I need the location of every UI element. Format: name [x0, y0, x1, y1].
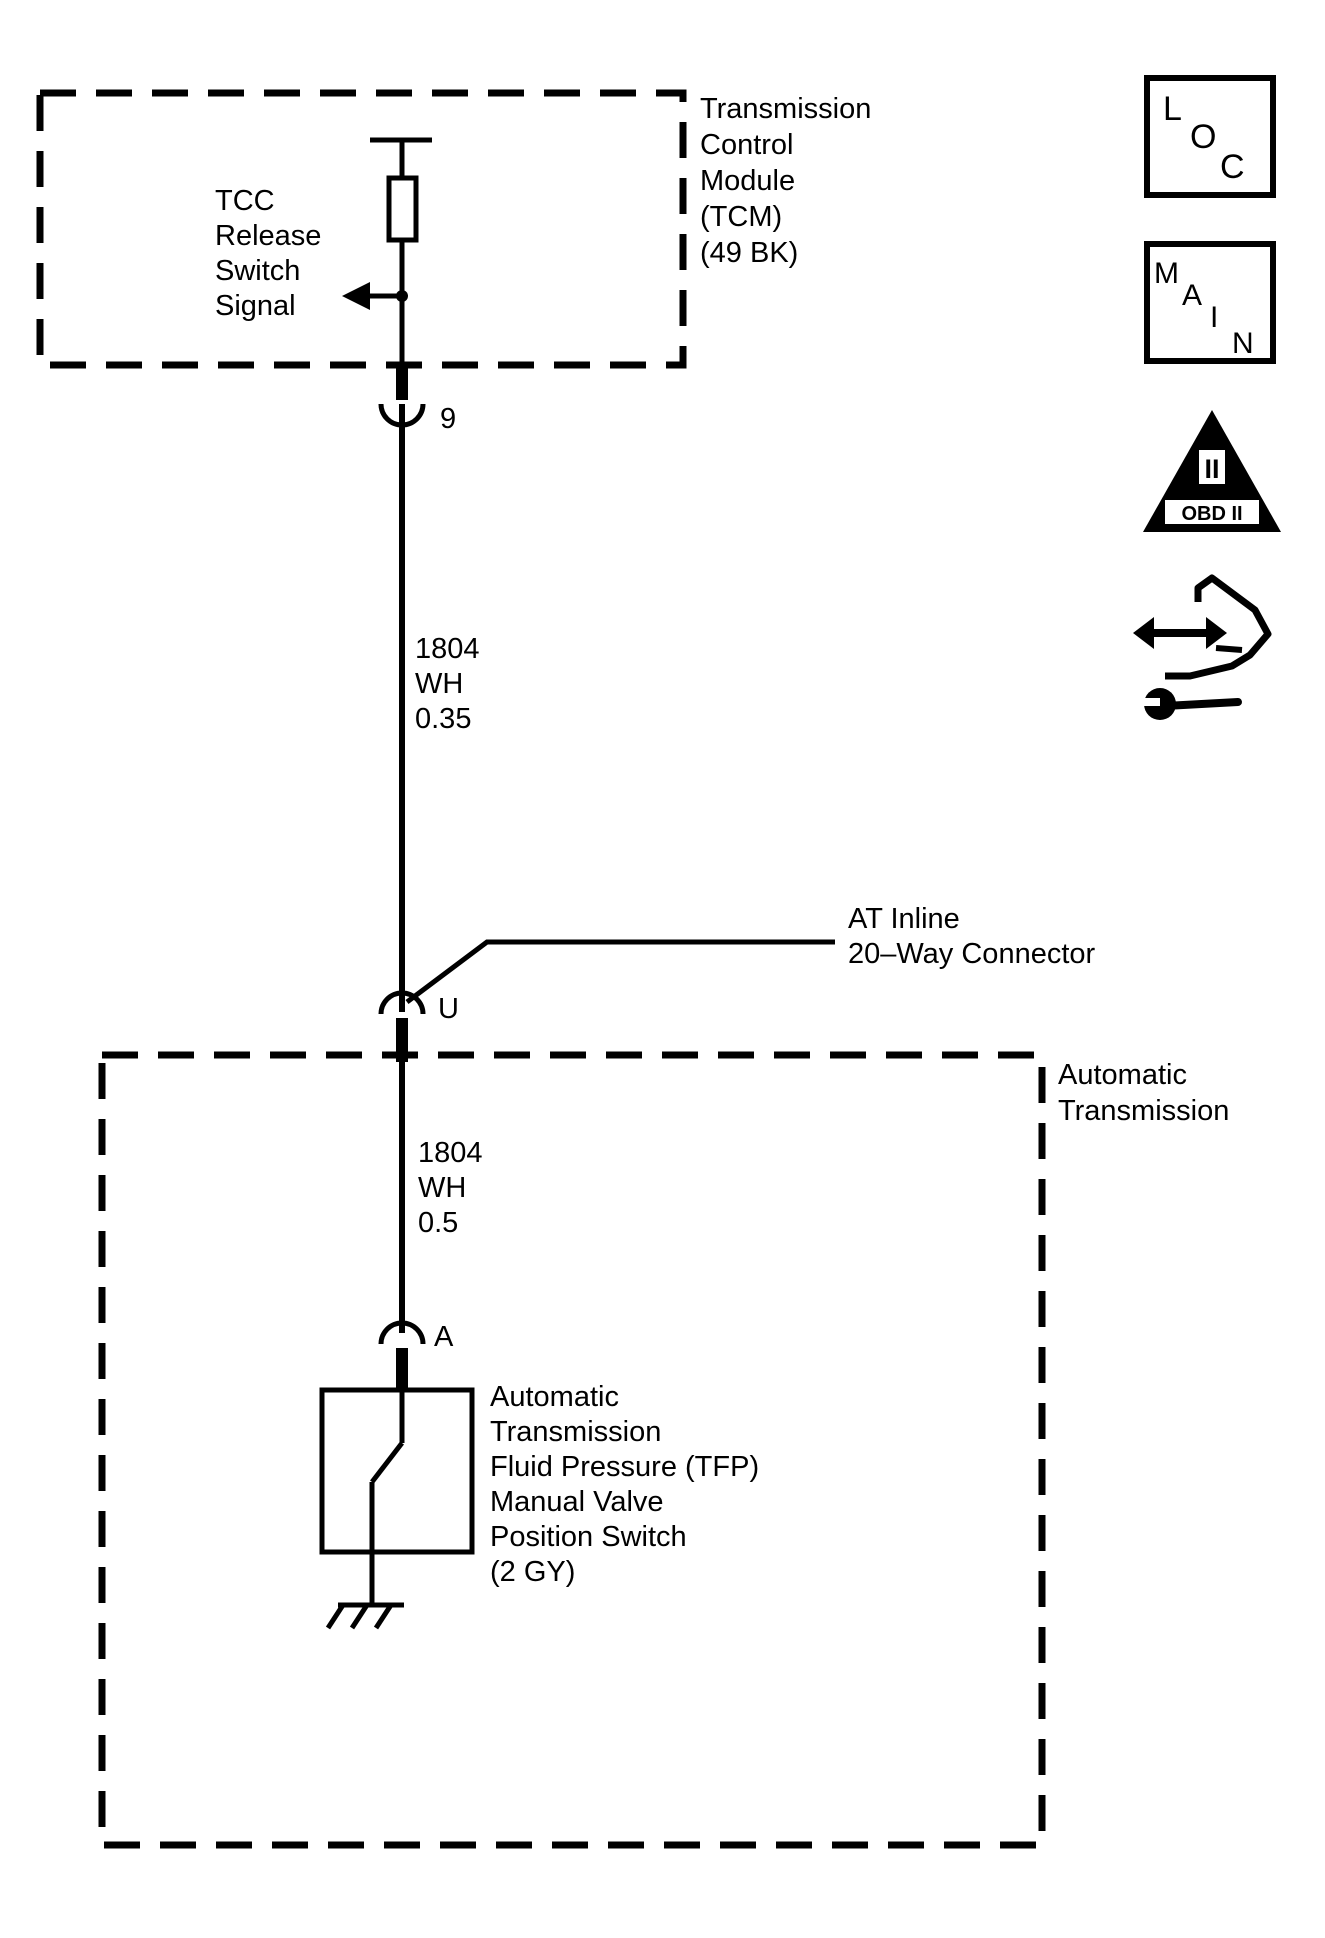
- connector-a-symbol: [378, 1320, 426, 1345]
- tfp-switch: [319, 1387, 475, 1630]
- svg-text:OBD II: OBD II: [1181, 503, 1242, 525]
- main-icon[interactable]: M A I N: [1144, 241, 1276, 364]
- svg-text:C: C: [1220, 148, 1245, 186]
- svg-text:M: M: [1154, 257, 1179, 290]
- tcc-signal-label: TCC Release Switch Signal: [215, 185, 329, 322]
- switch-blade: [370, 1441, 404, 1484]
- inline-connector-label: AT Inline 20–Way Connector: [848, 903, 1096, 970]
- pullup-resistor: [386, 175, 419, 243]
- upper-wire-label: 1804 WH 0.35: [415, 633, 488, 735]
- transmission-label: Automatic Transmission: [1058, 1059, 1229, 1127]
- svg-text:II: II: [1204, 454, 1219, 484]
- svg-text:A: A: [1182, 279, 1202, 312]
- pin-a-label: A: [434, 1321, 454, 1353]
- tcm-internal-circuit: [342, 137, 432, 365]
- tcm-box: [36, 89, 687, 369]
- lower-wire-label: 1804 WH 0.5: [418, 1137, 491, 1239]
- svg-text:L: L: [1163, 90, 1182, 128]
- svg-text:O: O: [1190, 118, 1216, 156]
- tcm-name-label: Transmission Control Module (TCM) (49 BK…: [700, 93, 879, 269]
- signal-arrow: [342, 282, 370, 310]
- transmission-box: [98, 1051, 1046, 1849]
- svg-text:N: N: [1232, 327, 1254, 360]
- ground-icon: [325, 1602, 404, 1630]
- pin-9-label: 9: [440, 403, 456, 435]
- svg-text:I: I: [1210, 301, 1218, 334]
- obd-ii-icon[interactable]: II OBD II: [1143, 410, 1281, 532]
- loc-icon[interactable]: L O C: [1144, 75, 1276, 198]
- tfp-switch-label: Automatic Transmission Fluid Pressure (T…: [490, 1381, 767, 1588]
- pin-u-label: U: [438, 993, 459, 1025]
- inline-connector-leader: [405, 939, 835, 1004]
- main-wire: [378, 365, 426, 1390]
- connector-u-symbol: [378, 990, 426, 1015]
- hand-wrench-icon[interactable]: [1133, 574, 1272, 720]
- tfp-switch-box: [319, 1387, 475, 1555]
